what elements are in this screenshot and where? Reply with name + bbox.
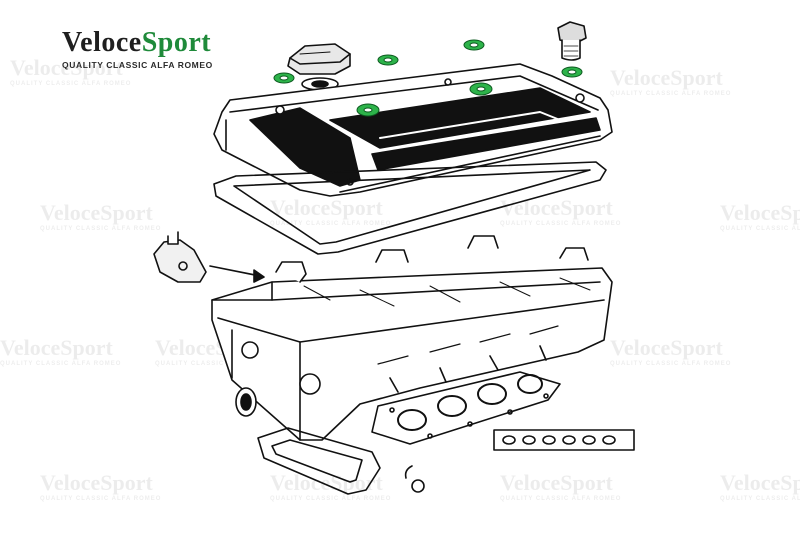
washer-seals bbox=[493, 429, 635, 451]
manifold-gasket bbox=[257, 427, 425, 495]
cylinder-head bbox=[211, 235, 613, 441]
brand-logo: VeloceSport Quality Classic Alfa Romeo bbox=[62, 28, 252, 78]
watermark: VeloceSportQuality Classic Alfa Romeo bbox=[500, 470, 622, 502]
brand-wordmark: VeloceSport bbox=[62, 28, 252, 58]
oil-filler-cap bbox=[287, 43, 351, 91]
cover-bolt bbox=[557, 21, 587, 61]
brand-name-part2: Sport bbox=[141, 27, 212, 58]
watermark: VeloceSportQuality Classic Alfa Romeo bbox=[270, 195, 392, 227]
watermark: VeloceSportQuality Classic Alfa Romeo bbox=[500, 195, 622, 227]
head-gasket bbox=[371, 371, 561, 445]
brand-name-part1: Veloce bbox=[62, 27, 142, 58]
thermostat-housing bbox=[153, 231, 265, 283]
watermark: VeloceSportQuality Classic Alfa Romeo bbox=[40, 200, 162, 232]
cam-cover bbox=[213, 63, 613, 197]
watermark: VeloceSportQuality Classic Alfa Romeo bbox=[610, 65, 732, 97]
cam-cover-gasket bbox=[213, 161, 607, 255]
spark-plug-seals bbox=[273, 39, 583, 117]
brand-tagline: Quality Classic Alfa Romeo bbox=[62, 60, 213, 70]
watermark: VeloceSportQuality Classic Alfa Romeo bbox=[720, 200, 800, 232]
watermark: VeloceSportQuality Classic Alfa Romeo bbox=[10, 55, 132, 87]
core-plug bbox=[235, 387, 257, 417]
watermark: VeloceSportQuality Classic Alfa Romeo bbox=[0, 335, 122, 367]
watermark: VeloceSportQuality Classic Alfa Romeo bbox=[610, 335, 732, 367]
watermark: VeloceSportQuality Classic Alfa Romeo bbox=[720, 470, 800, 502]
watermark: VeloceSportQuality Classic Alfa Romeo bbox=[40, 470, 162, 502]
